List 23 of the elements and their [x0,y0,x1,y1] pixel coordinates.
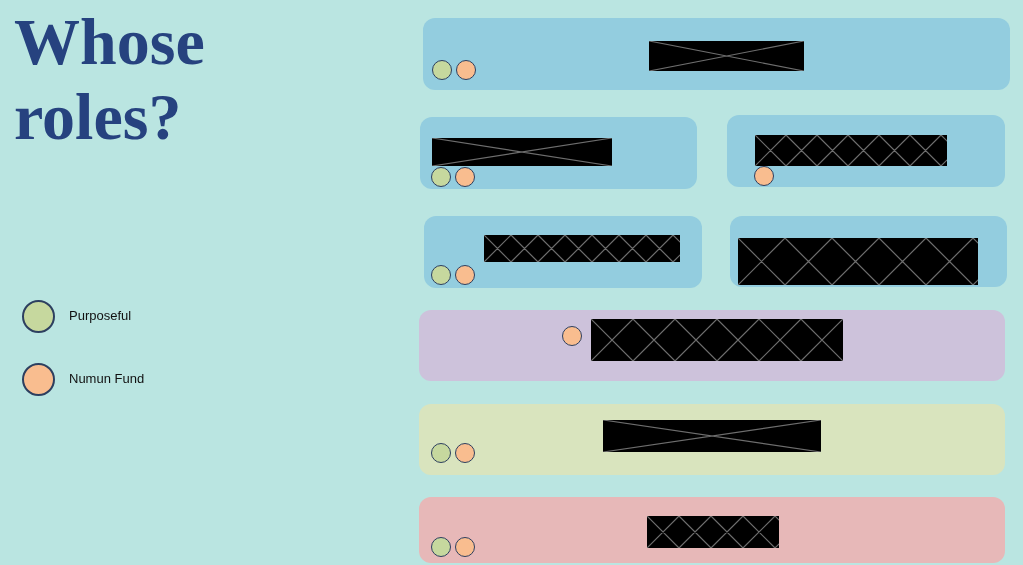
role-card [420,117,697,189]
circle-icon [455,167,475,187]
circle-icon [754,166,774,186]
title: Whose roles? [14,4,206,154]
role-card [419,497,1005,563]
legend-label: Purposeful [69,308,132,324]
role-card [419,404,1005,475]
role-card [424,216,702,288]
role-card [423,18,1010,90]
role-card [419,310,1005,381]
role-card [730,216,1007,287]
circle-icon [432,60,452,80]
circle-icon [431,537,451,557]
circle-icon [455,443,475,463]
circle-icon [431,443,451,463]
circle-icon [455,265,475,285]
circle-icon [431,265,451,285]
role-card [727,115,1005,187]
circle-icon [456,60,476,80]
circle-icon [431,167,451,187]
legend-label: Numun Fund [69,371,145,387]
circle-icon [562,326,582,346]
circle-icon [455,537,475,557]
